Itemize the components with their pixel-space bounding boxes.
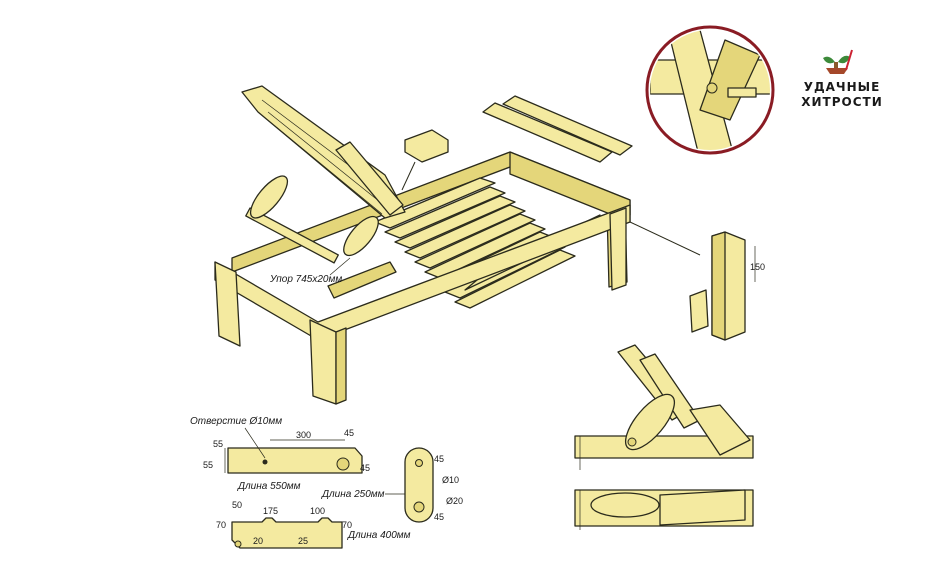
dim-45-b: 45 [360,463,370,473]
dim-45-d: 45 [434,512,444,522]
dim-70-a: 70 [216,520,226,530]
dim-45-c: 45 [434,454,444,464]
length-400-label: Длина 400мм [347,530,411,541]
support-rods [245,175,397,299]
part-400: 70 50 175 100 70 20 25 Длина 400мм [216,500,411,549]
plant-sprout-icon [823,49,853,74]
spare-slats [482,95,633,163]
stop-block [404,129,449,163]
dim-20: 20 [253,536,263,546]
part-550: Отверстие Ø10мм 55 55 300 45 45 Длина 55… [190,416,370,492]
corner-joint-detail: 150 [629,221,765,341]
logo-line-2: ХИТРОСТИ [801,95,883,109]
dim-55-a: 55 [213,439,223,449]
length-250-label: Длина 250мм [321,489,385,500]
dim-300: 300 [296,430,311,440]
length-550-label: Длина 550мм [237,481,301,492]
dim-d20: Ø20 [446,496,463,506]
dim-50: 50 [232,500,242,510]
lounger-frame [214,151,631,405]
support-label: Упор 745х20мм [269,274,342,285]
dim-55-b: 55 [203,460,213,470]
dim-100: 100 [310,506,325,516]
joint-detail-circle [645,25,775,155]
dim-45-a: 45 [344,428,354,438]
logo-line-1: УДАЧНЫЕ [804,80,881,94]
dim-25: 25 [298,536,308,546]
dim-70-b: 70 [342,520,352,530]
hinge-mechanism-top [574,344,754,470]
dim-d10: Ø10 [442,475,459,485]
hole-label: Отверстие Ø10мм [190,416,282,427]
dim-175: 175 [263,506,278,516]
part-250: 45 Ø10 Ø20 45 Длина 250мм [321,447,463,523]
backrest [241,85,406,219]
site-logo: УДАЧНЫЕ ХИТРОСТИ [788,26,896,134]
hinge-mechanism-bottom [574,489,754,530]
dim-150: 150 [750,262,765,272]
